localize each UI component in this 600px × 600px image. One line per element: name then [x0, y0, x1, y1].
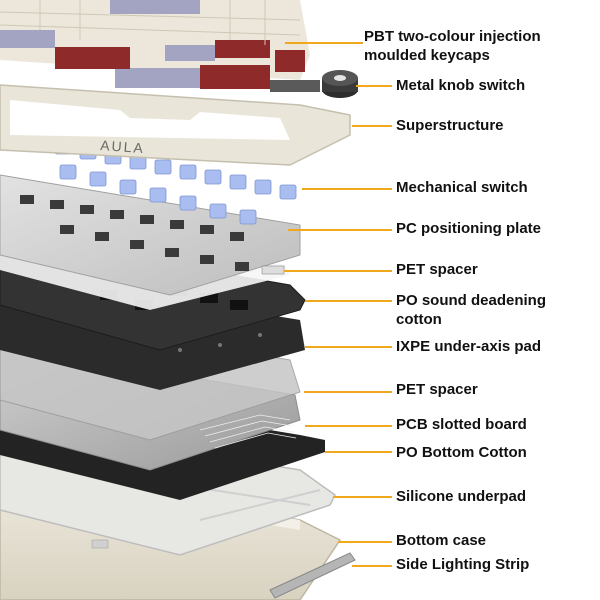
label-pet1-text: PET spacer — [396, 261, 478, 278]
label-side-strip: Side Lighting Strip — [396, 555, 529, 574]
metal-knob — [270, 70, 358, 98]
label-po-bottom: PO Bottom Cotton — [396, 443, 527, 462]
label-switch: Mechanical switch — [396, 178, 528, 197]
leader-po-bottom — [325, 451, 392, 453]
label-po-cotton-line-1: PO sound deadening — [396, 292, 547, 309]
label-bottom-case-text: Bottom case — [396, 532, 487, 549]
leader-ixpe — [305, 346, 392, 348]
label-superstructure: Superstructure — [396, 116, 504, 135]
label-pcb-text: PCB slotted board — [396, 416, 527, 433]
leader-knob — [356, 85, 392, 87]
keycaps-layer — [0, 0, 310, 89]
label-knob-text: Metal knob switch — [396, 77, 526, 94]
leader-switch — [302, 188, 392, 190]
label-po-bottom-text: PO Bottom Cotton — [396, 444, 527, 461]
label-knob: Metal knob switch — [396, 76, 525, 95]
leader-pet2 — [304, 391, 392, 393]
leader-pet1 — [284, 270, 392, 272]
label-plate: PC positioning plate — [396, 219, 541, 238]
label-superstructure-text: Superstructure — [396, 117, 504, 134]
label-side-strip-text: Side Lighting Strip — [396, 556, 530, 573]
label-ixpe: IXPE under-axis pad — [396, 337, 541, 356]
aula-logo: AULA — [100, 137, 146, 156]
label-po-cotton-line-2: cotton — [396, 311, 442, 328]
label-pet1: PET spacer — [396, 260, 478, 279]
label-keycaps-line-2: moulded keycaps — [364, 47, 490, 64]
label-bottom-case: Bottom case — [396, 531, 486, 550]
label-pet2: PET spacer — [396, 380, 478, 399]
leader-superstructure — [352, 125, 392, 127]
leader-pcb — [305, 425, 392, 427]
label-silicone: Silicone underpad — [396, 487, 526, 506]
label-pcb: PCB slotted board — [396, 415, 527, 434]
leader-keycaps — [285, 42, 363, 44]
leader-bottom-case — [338, 541, 392, 543]
leader-plate — [288, 229, 392, 231]
label-silicone-text: Silicone underpad — [396, 488, 527, 505]
label-ixpe-text: IXPE under-axis pad — [396, 338, 542, 355]
usb-port — [91, 539, 109, 549]
label-plate-text: PC positioning plate — [396, 220, 541, 237]
leader-side-strip — [352, 565, 392, 567]
pc-plate-layer — [0, 174, 301, 296]
connector — [261, 265, 285, 275]
label-pet2-text: PET spacer — [396, 381, 478, 398]
label-keycaps: PBT two-colour injection moulded keycaps — [364, 27, 541, 65]
leader-silicone — [333, 496, 392, 498]
label-keycaps-line-1: PBT two-colour injection — [364, 28, 541, 45]
superstructure-layer: AULA — [0, 84, 351, 166]
leader-po-cotton — [305, 300, 392, 302]
side-lighting-strip-layer — [269, 552, 356, 599]
label-po-cotton: PO sound deadening cotton — [396, 291, 546, 329]
label-switch-text: Mechanical switch — [396, 179, 528, 196]
